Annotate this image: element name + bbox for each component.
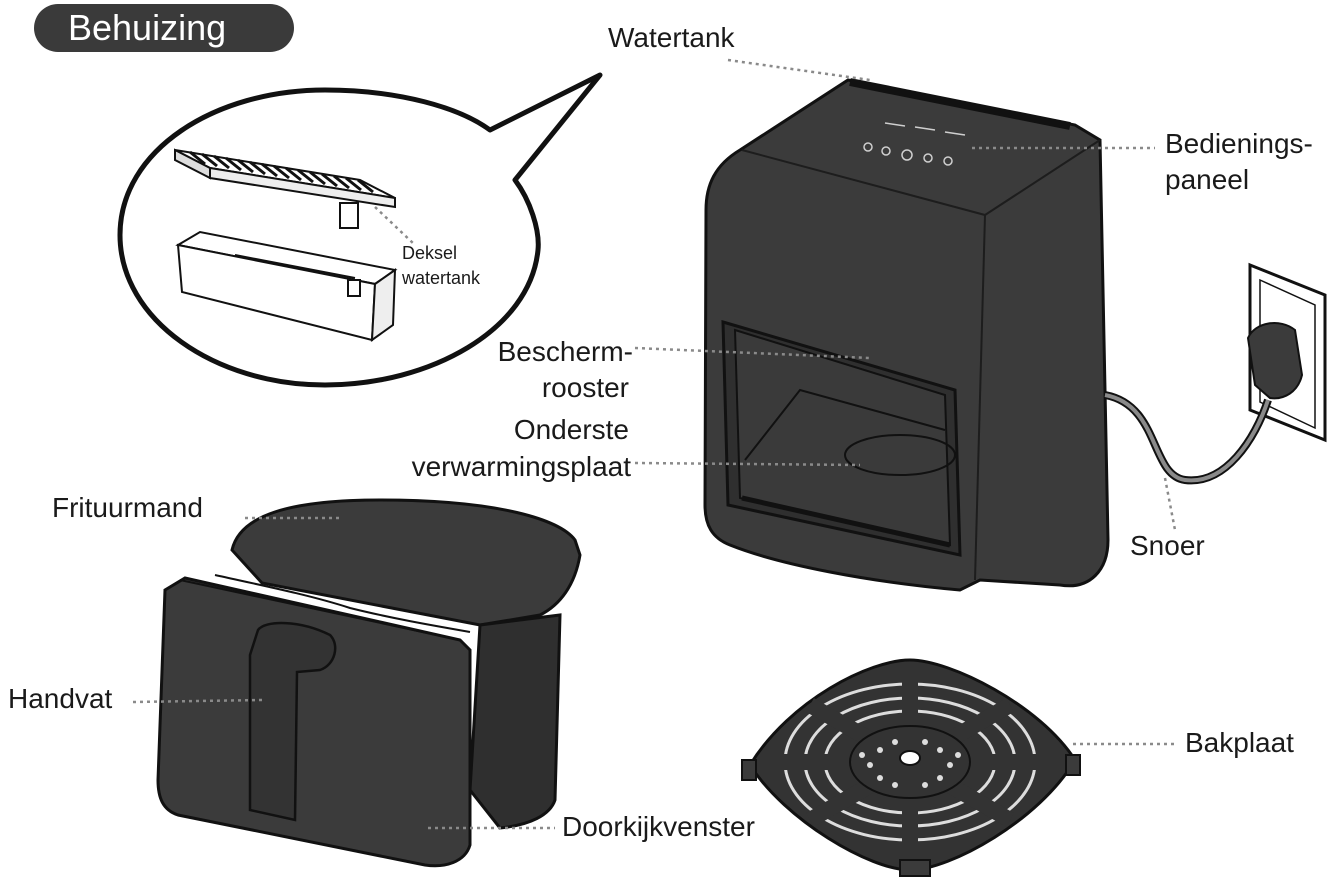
watertank-lid <box>174 148 396 229</box>
label-onderste-line1: Onderste <box>513 414 629 445</box>
label-frituurmand: Frituurmand <box>52 492 203 523</box>
section-title: Behuizing <box>34 4 294 52</box>
label-watertank: Watertank <box>608 22 735 53</box>
label-bedieningspaneel-line1: Bedienings- <box>1165 128 1313 159</box>
airfryer-housing <box>703 78 1110 592</box>
basket-handle <box>248 621 337 822</box>
label-beschermrooster-line2: rooster <box>541 372 629 403</box>
label-bedieningspaneel-line2: paneel <box>1165 164 1250 195</box>
label-beschermrooster-line1: Bescherm- <box>497 336 633 367</box>
wall-socket <box>1246 262 1327 443</box>
label-deksel-line2: watertank <box>402 268 481 288</box>
label-deksel-line1: Deksel <box>402 243 458 263</box>
fryer-basket <box>156 498 582 868</box>
watertank-detail-bubble <box>117 72 603 388</box>
watertank-container <box>175 230 398 343</box>
label-bakplaat: Bakplaat <box>1185 727 1294 758</box>
leader-lines <box>132 58 1178 830</box>
label-doorkijkvenster: Doorkijkvenster <box>562 811 755 842</box>
baking-plate <box>741 658 1081 877</box>
label-handvat: Handvat <box>8 683 113 714</box>
label-onderste-line2: verwarmingsplaat <box>411 451 631 482</box>
label-snoer: Snoer <box>1130 530 1205 561</box>
control-panel-buttons <box>863 122 966 166</box>
